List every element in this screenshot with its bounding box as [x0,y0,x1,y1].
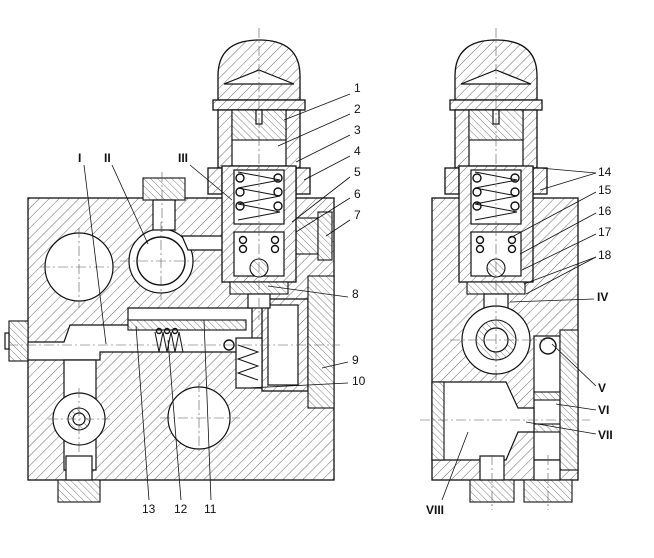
callout-5: 5 [354,165,361,179]
port-label-viii: VIII [426,503,444,517]
leader-lines [83,93,597,501]
callout-11: 11 [204,502,217,516]
callout-4: 4 [354,144,361,158]
callout-8: 8 [352,287,359,301]
left-section-view [4,28,340,503]
port-label-v: V [598,381,606,395]
plug-7 [295,217,319,255]
port-label-vii: VII [598,428,613,442]
port-viii-passage [431,381,535,461]
callout-6: 6 [354,187,361,201]
callout-17: 17 [598,225,612,239]
spring-12 [154,327,184,353]
bottom-plug-left [57,479,101,503]
port-label-iv: IV [597,290,608,304]
callout-10: 10 [352,374,366,388]
callout-12: 12 [174,502,188,516]
callout-14: 14 [598,165,612,179]
callout-2: 2 [354,102,361,116]
callout-13: 13 [142,502,156,516]
right-section-view [420,28,590,510]
callout-16: 16 [598,204,612,218]
callout-1: 1 [354,81,361,95]
callout-labels: 1 2 3 4 5 6 7 8 9 10 11 12 13 14 15 16 1… [78,81,613,517]
port-label-i: I [78,151,81,165]
callout-9: 9 [352,353,359,367]
callout-3: 3 [354,123,361,137]
port-label-vi: VI [598,403,609,417]
port-label-ii: II [104,151,111,165]
port-label-iii: III [178,151,188,165]
top-fitting [142,177,186,201]
callout-15: 15 [598,183,612,197]
side-plug-left [8,320,29,362]
callout-18: 18 [598,248,612,262]
callout-7: 7 [354,208,361,222]
